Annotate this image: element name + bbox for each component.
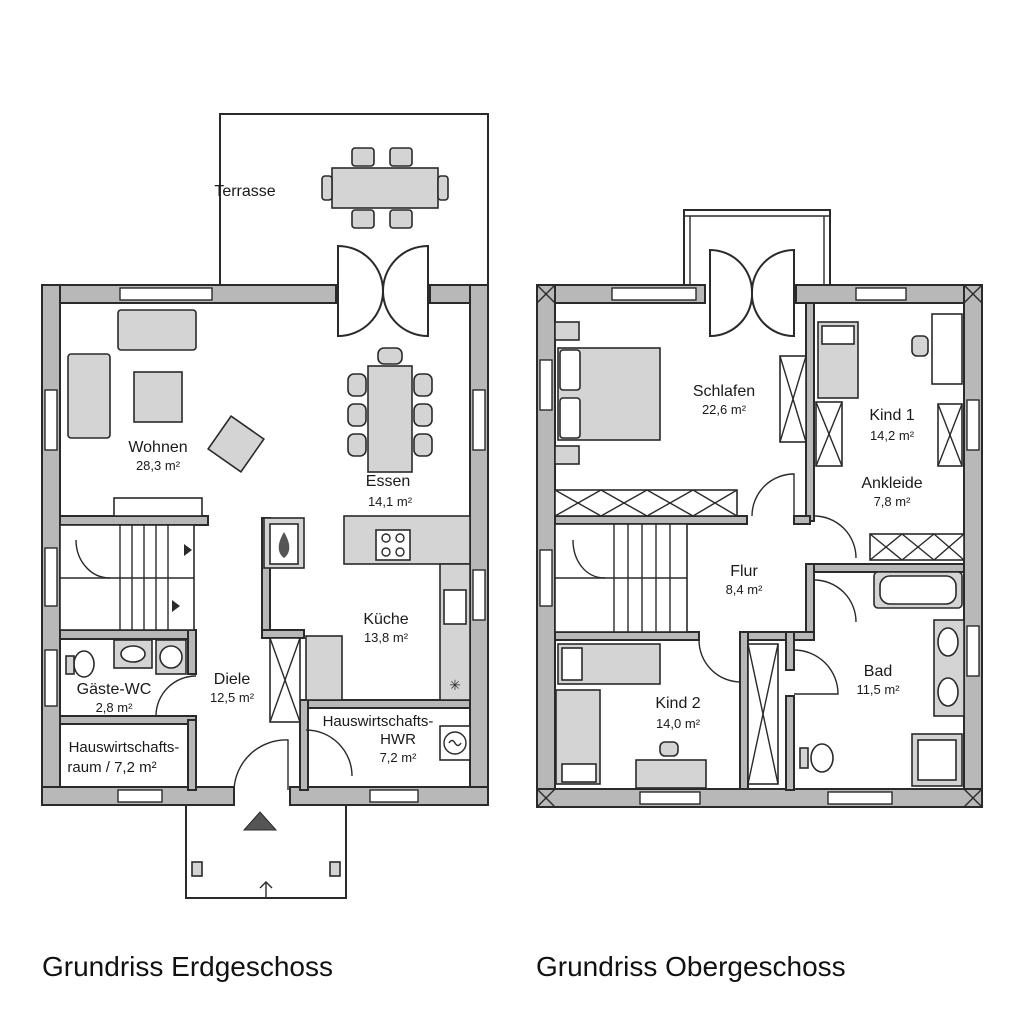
ground-floor-caption: Grundriss Erdgeschoss: [42, 951, 333, 982]
dressing-label: Ankleide: [861, 475, 922, 492]
kitchen-counter: ✳: [305, 515, 471, 701]
upper-floor-corner-marks: [536, 284, 983, 808]
upper-floor-windows: [539, 287, 980, 805]
bath-area: 11,5 m²: [856, 682, 900, 697]
ground-floor-stairs: [59, 524, 195, 631]
upper-floor-caption: Grundriss Obergeschoss: [536, 951, 846, 982]
utility-right-label-line1: Hauswirtschafts-: [323, 713, 434, 730]
utility-left-label-line1: Hauswirtschafts-: [69, 739, 180, 756]
guest-wc-area: 2,8 m²: [96, 700, 134, 715]
ground-floor-windows: [44, 287, 486, 803]
ground-floor-interior-walls: [59, 515, 471, 791]
bedroom-label: Schlafen: [693, 383, 755, 400]
svg-text:✳: ✳: [449, 677, 461, 693]
entrance-porch: [185, 805, 347, 899]
upper-floor-room-labels: Schlafen 22,6 m² Kind 1 14,2 m² Ankleide…: [655, 383, 922, 731]
dining-table: [347, 347, 433, 473]
dressing-area: 7,8 m²: [874, 494, 912, 509]
kitchen-label: Küche: [363, 611, 408, 628]
living-label: Wohnen: [128, 439, 187, 456]
front-door-swing: [233, 739, 289, 791]
child2-area: 14,0 m²: [656, 716, 701, 731]
utility-left-label-line2: raum / 7,2 m²: [67, 759, 156, 776]
upper-floor-plan: Schlafen 22,6 m² Kind 1 14,2 m² Ankleide…: [536, 209, 983, 808]
living-furniture: [67, 309, 265, 517]
utility-right-area: 7,2 m²: [380, 750, 418, 765]
double-bed: [554, 321, 661, 465]
utility-right-label-line2: HWR: [380, 731, 416, 748]
washing-machine-icon: [439, 725, 471, 761]
child1-area: 14,2 m²: [870, 428, 915, 443]
child1-furniture: [815, 313, 965, 561]
upper-floor-stairs: [554, 523, 688, 633]
wc-door-swing: [155, 675, 197, 717]
bedroom-area: 22,6 m²: [702, 402, 747, 417]
hall-label: Diele: [214, 671, 251, 688]
living-area: 28,3 m²: [136, 458, 181, 473]
ground-floor-room-labels: Terrasse Wohnen 28,3 m² Essen 14,1 m² Kü…: [67, 183, 433, 776]
balcony-double-door: [709, 248, 795, 338]
guest-wc-fixtures: [65, 639, 187, 678]
child1-label: Kind 1: [869, 407, 914, 424]
kitchen-area: 13,8 m²: [364, 630, 409, 645]
child2-furniture: [555, 643, 779, 789]
ground-floor-plan: ✳: [41, 113, 489, 899]
terrace-label: Terrasse: [214, 183, 275, 200]
terrace-double-door: [337, 244, 429, 338]
terrace-outline: [219, 113, 489, 286]
corridor-area: 8,4 m²: [726, 582, 764, 597]
upper-floor-door-swings: [698, 473, 857, 695]
dining-area: 14,1 m²: [368, 494, 413, 509]
guest-wc-label: Gäste-WC: [77, 681, 152, 698]
child2-label: Kind 2: [655, 695, 700, 712]
dining-label: Essen: [366, 473, 410, 490]
terrace-dining-table: [321, 147, 449, 229]
balcony-outline: [683, 209, 831, 286]
hall-closet: [269, 637, 301, 723]
fireplace-icon: [263, 517, 305, 569]
utility-door-swing: [305, 729, 353, 777]
hall-area: 12,5 m²: [210, 690, 255, 705]
bath-label: Bad: [864, 663, 892, 680]
bathroom-fixtures: [799, 571, 965, 787]
corridor-label: Flur: [730, 563, 758, 580]
bedroom-wardrobe: [554, 355, 807, 517]
